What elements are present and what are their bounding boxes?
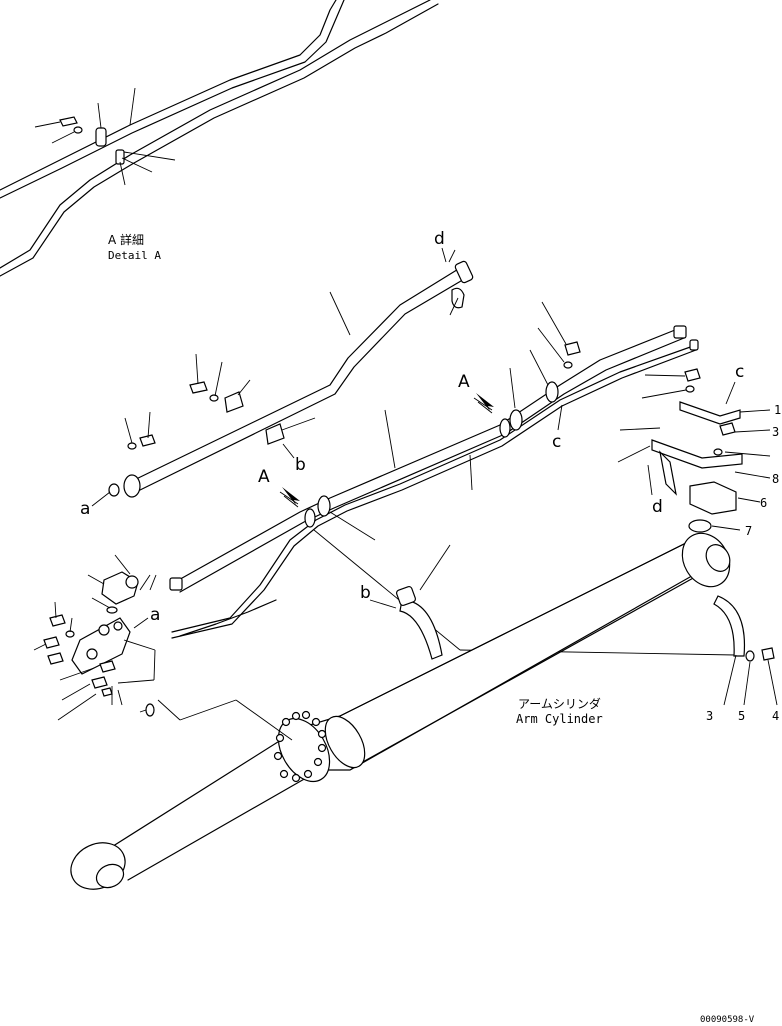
drawing-code: 00090598-V: [700, 1015, 755, 1025]
bolt-icon: [684, 368, 701, 382]
callout-7: 7: [745, 524, 752, 538]
bolt-icon: [139, 434, 156, 447]
callout-5-bottom: 5: [738, 709, 745, 723]
plate-clamp: [265, 423, 285, 445]
plug: [99, 660, 116, 673]
clamp-b-lower: b: [360, 544, 451, 660]
hose-clamp: [545, 381, 559, 403]
view-label-a-lower: a: [150, 605, 160, 625]
callout-3: 3: [772, 425, 779, 439]
detail-a-view: A 詳細 Detail A: [0, 0, 439, 277]
plate-clamp: [224, 391, 244, 413]
callout-3-bottom: 3: [706, 709, 713, 723]
plug: [91, 676, 108, 689]
clamp: [95, 127, 107, 147]
rod-eye: [70, 842, 126, 890]
view-label-A-left: A: [258, 467, 270, 487]
hose-fitting: [673, 325, 687, 339]
view-marker-a-right: A: [458, 372, 494, 414]
clip: [115, 149, 125, 165]
bracket-c: c: [529, 301, 581, 452]
view-label-c-middle: c: [552, 432, 561, 452]
valve-block-assembly: a: [33, 554, 293, 741]
band-clamp: [399, 599, 443, 660]
o-ring: [108, 483, 120, 497]
cylinder-name-jp: アームシリンダ: [518, 696, 601, 711]
hose-clamp: [317, 495, 331, 517]
o-ring: [145, 703, 155, 717]
view-label-b-lower: b: [360, 583, 371, 603]
band-clamp: [713, 595, 746, 657]
cylinder-name-en: Arm Cylinder: [516, 712, 603, 726]
bracket-assembly-right: c d 10 3 8 6 7: [617, 362, 782, 538]
upper-pipe: d a: [80, 229, 474, 519]
bolt-icon: [59, 116, 78, 127]
spacer-block: [689, 481, 737, 515]
lower-bracket: [651, 439, 743, 469]
pipe-flange-a: [123, 474, 141, 498]
washer: [209, 394, 219, 402]
callout-6: 6: [760, 496, 767, 510]
hose-clamp: [499, 418, 511, 438]
o-ring: [688, 519, 712, 533]
view-marker-a-middle: A: [258, 467, 300, 508]
bolt-icon: [47, 652, 64, 665]
view-arrow-icon: [282, 487, 300, 505]
bolt-icon: [564, 341, 581, 356]
washer: [745, 650, 755, 662]
arm-cylinder: アームシリンダ Arm Cylinder: [70, 532, 731, 890]
view-arrow-icon: [476, 393, 494, 411]
callout-8: 8: [772, 472, 779, 486]
valve-block: [71, 617, 131, 675]
upper-fasteners: b: [124, 353, 316, 475]
clamp-right-cylinder: 3 5 4: [706, 595, 779, 723]
hose-assembly: [169, 325, 736, 656]
detail-title-en: Detail A: [108, 249, 161, 262]
bolt-icon: [719, 422, 736, 436]
head-bolts: [273, 710, 327, 783]
o-ring: [106, 606, 118, 614]
view-label-a-left: a: [80, 499, 90, 519]
washer: [563, 361, 573, 369]
detail-title-jp: A 詳細: [108, 232, 144, 247]
upper-bracket: [679, 401, 741, 425]
view-label-A-right: A: [458, 372, 470, 392]
washer: [685, 385, 695, 393]
hose-fitting: [169, 577, 183, 591]
bracket-leg: [659, 450, 677, 496]
hose-clamp: [304, 508, 316, 528]
washer: [127, 442, 137, 450]
washer: [73, 126, 83, 134]
bolt-icon: [761, 647, 775, 661]
plug: [101, 687, 113, 697]
bolt-icon: [189, 381, 208, 394]
bolt-icon: [43, 636, 60, 649]
hose-clamp: [509, 409, 523, 431]
pipe-flange-d: [454, 260, 474, 284]
view-label-c-right: c: [735, 362, 744, 382]
bolt-icon: [49, 614, 66, 627]
callout-4-bottom: 4: [772, 709, 779, 723]
hose-fitting: [689, 339, 699, 351]
callout-10: 10: [774, 403, 782, 417]
view-label-d-top: d: [434, 229, 445, 249]
view-label-d-right: d: [652, 497, 663, 517]
view-label-b-upper: b: [295, 455, 306, 475]
washer: [713, 448, 723, 456]
